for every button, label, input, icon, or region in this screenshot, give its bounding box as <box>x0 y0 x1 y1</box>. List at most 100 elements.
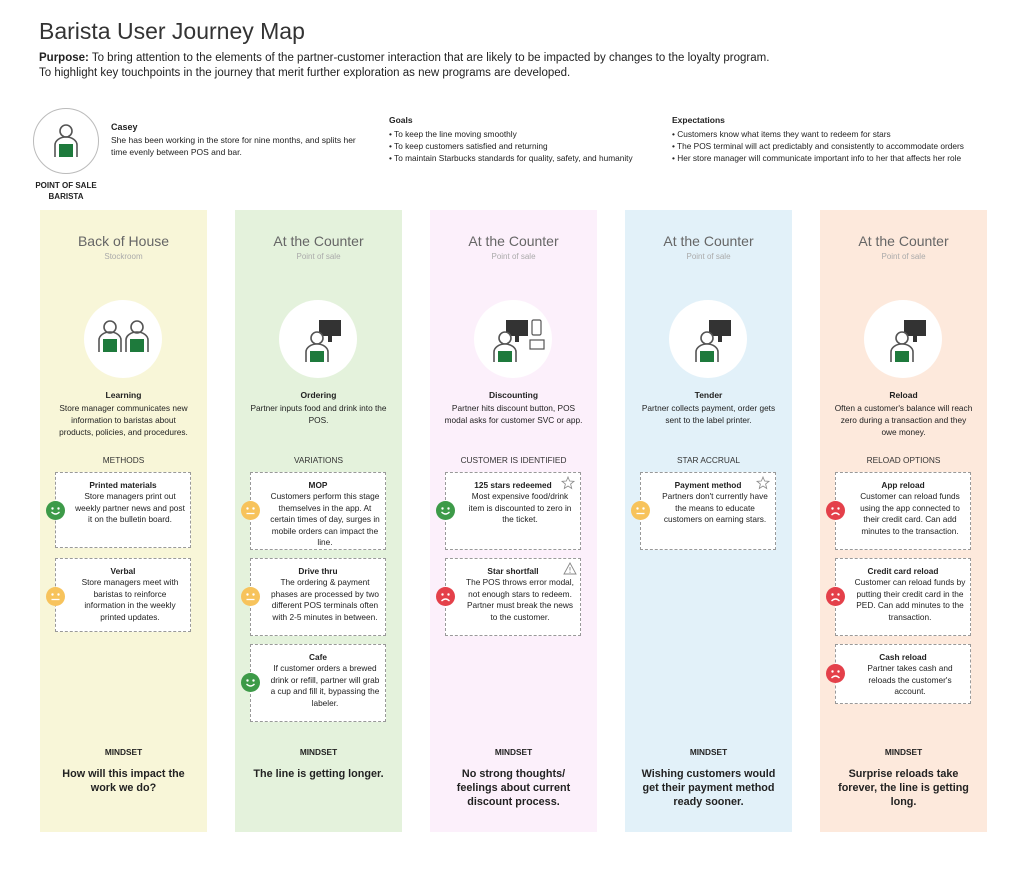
stage-name: Discounting <box>488 390 539 400</box>
barista-with-devices-icon <box>493 319 545 362</box>
card-text: If customer orders a brewed drink or ref… <box>270 663 380 708</box>
goal-item: • To maintain Starbucks standards for qu… <box>389 153 633 163</box>
card-title: Payment method <box>674 480 742 490</box>
mindset-label: MINDSET <box>104 747 143 757</box>
happy-face-icon <box>241 673 260 692</box>
column-title: At the Counter <box>273 233 364 249</box>
star-sparkle-icon <box>560 475 577 495</box>
card-verbal: Verbal Store managers meet with baristas… <box>46 558 191 632</box>
stage-name: Learning <box>105 390 142 400</box>
card-cafe: Cafe If customer orders a brewed drink o… <box>241 644 386 722</box>
card-title: Cafe <box>309 652 327 662</box>
journey-column-back-of-house: Back of House Stockroom Learning Store m… <box>40 210 207 832</box>
stage-illustration <box>864 300 942 378</box>
section-label: CUSTOMER IS IDENTIFIED <box>460 455 567 465</box>
column-title: At the Counter <box>663 233 754 249</box>
section-label: STAR ACCRUAL <box>676 455 740 465</box>
mindset-label: MINDSET <box>689 747 728 757</box>
section-label: VARIATIONS <box>293 455 344 465</box>
mindset-text: Wishing customers would get their paymen… <box>641 768 776 808</box>
neutral-face-icon <box>241 587 260 606</box>
card-text: Partner takes cash and reloads the custo… <box>867 663 953 696</box>
expectation-item: • The POS terminal will act predictably … <box>672 141 964 151</box>
purpose-line-1: To bring attention to the elements of th… <box>88 52 770 64</box>
goal-item: • To keep the line moving smoothly <box>389 129 517 139</box>
stage-illustration <box>279 300 357 378</box>
mindset-label: MINDSET <box>299 747 338 757</box>
card-title: Cash reload <box>879 652 927 662</box>
card-app-reload: App reload Customer can reload funds usi… <box>826 472 971 550</box>
card-text: Customer can reload funds using the app … <box>860 491 960 536</box>
goal-item: • To keep customers satisfied and return… <box>389 141 548 151</box>
barista-icon <box>54 124 78 157</box>
mindset-label: MINDSET <box>494 747 533 757</box>
stage-illustration <box>669 300 747 378</box>
card-125-stars-redeemed: 125 stars redeemed Most expensive food/d… <box>436 472 581 550</box>
purpose-label: Purpose: <box>39 52 89 64</box>
card-title: Credit card reload <box>867 566 939 576</box>
card-credit-card-reload: Credit card reload Customer can reload f… <box>826 558 971 636</box>
stage-illustration <box>474 300 552 378</box>
mindset-text: The line is getting longer. <box>253 768 384 780</box>
card-drive-thru: Drive thru The ordering & payment phases… <box>241 558 386 636</box>
mindset-text: No strong thoughts/ feelings about curre… <box>456 768 571 808</box>
expectation-item: • Customers know what items they want to… <box>672 129 891 139</box>
neutral-face-icon <box>631 501 650 520</box>
stage-name: Ordering <box>300 390 337 400</box>
mindset-text: Surprise reloads take forever, the line … <box>838 768 969 808</box>
stage-description: Often a customer's balance will reach ze… <box>834 403 973 437</box>
card-payment-method: Payment method Partners don't currently … <box>631 472 776 550</box>
journey-column-ordering: At the Counter Point of sale Ordering Pa… <box>235 210 402 832</box>
section-label: RELOAD OPTIONS <box>866 455 941 465</box>
column-title: Back of House <box>77 233 170 249</box>
stage-name: Reload <box>889 390 918 400</box>
expectations-block: Expectations • Customers know what items… <box>672 114 1002 164</box>
mindset-text: How will this impact the work we do? <box>62 768 185 794</box>
column-subtitle: Point of sale <box>296 252 341 261</box>
persona-role: POINT OF SALE BARISTA <box>35 181 97 201</box>
happy-face-icon <box>46 501 65 520</box>
card-star-shortfall: Star shortfall The POS throws error moda… <box>436 558 581 636</box>
journey-column-tender: At the Counter Point of sale Tender Part… <box>625 210 792 832</box>
sad-face-icon <box>436 587 455 606</box>
card-title: Star shortfall <box>487 566 539 576</box>
card-text: Customers perform this stage themselves … <box>270 491 380 547</box>
section-label: METHODS <box>102 455 145 465</box>
barista-at-register-icon <box>695 320 731 362</box>
stage-description: Store manager communicates new informati… <box>59 403 188 437</box>
card-text: Store managers print out weekly partner … <box>75 491 185 524</box>
card-title: 125 stars redeemed <box>474 480 552 490</box>
sad-face-icon <box>826 587 845 606</box>
card-text: Store managers meet with baristas to rei… <box>81 577 179 622</box>
journey-column-discounting: At the Counter Point of sale Discounting… <box>430 210 597 832</box>
stage-name: Tender <box>694 390 723 400</box>
purpose-line-2: To highlight key touchpoints in the jour… <box>39 67 571 79</box>
column-subtitle: Point of sale <box>686 252 731 261</box>
card-title: Verbal <box>110 566 136 576</box>
two-baristas-icon <box>98 320 149 352</box>
card-text: The POS throws error modal, not enough s… <box>466 577 574 622</box>
card-text: Partners don't currently have the means … <box>662 491 768 524</box>
card-title: App reload <box>881 480 925 490</box>
goals-block: Goals • To keep the line moving smoothly… <box>389 114 659 164</box>
card-printed-materials: Printed materials Store managers print o… <box>46 472 191 548</box>
warning-icon <box>563 562 577 580</box>
barista-at-register-icon <box>305 320 341 362</box>
card-cash-reload: Cash reload Partner takes cash and reloa… <box>826 644 971 704</box>
card-mop: MOP Customers perform this stage themsel… <box>241 472 386 550</box>
neutral-face-icon <box>241 501 260 520</box>
persona-description: She has been working in the store for ni… <box>111 135 356 157</box>
barista-at-register-icon <box>890 320 926 362</box>
neutral-face-icon <box>46 587 65 606</box>
sad-face-icon <box>826 501 845 520</box>
expectation-item: • Her store manager will communicate imp… <box>672 153 962 163</box>
happy-face-icon <box>436 501 455 520</box>
column-title: At the Counter <box>468 233 559 249</box>
card-text: Most expensive food/drink item is discou… <box>468 491 572 524</box>
goals-title: Goals <box>389 115 413 125</box>
column-subtitle: Point of sale <box>881 252 926 261</box>
persona-name: Casey <box>111 122 138 132</box>
mindset-label: MINDSET <box>884 747 923 757</box>
persona-avatar <box>33 108 99 174</box>
stage-illustration <box>84 300 162 378</box>
